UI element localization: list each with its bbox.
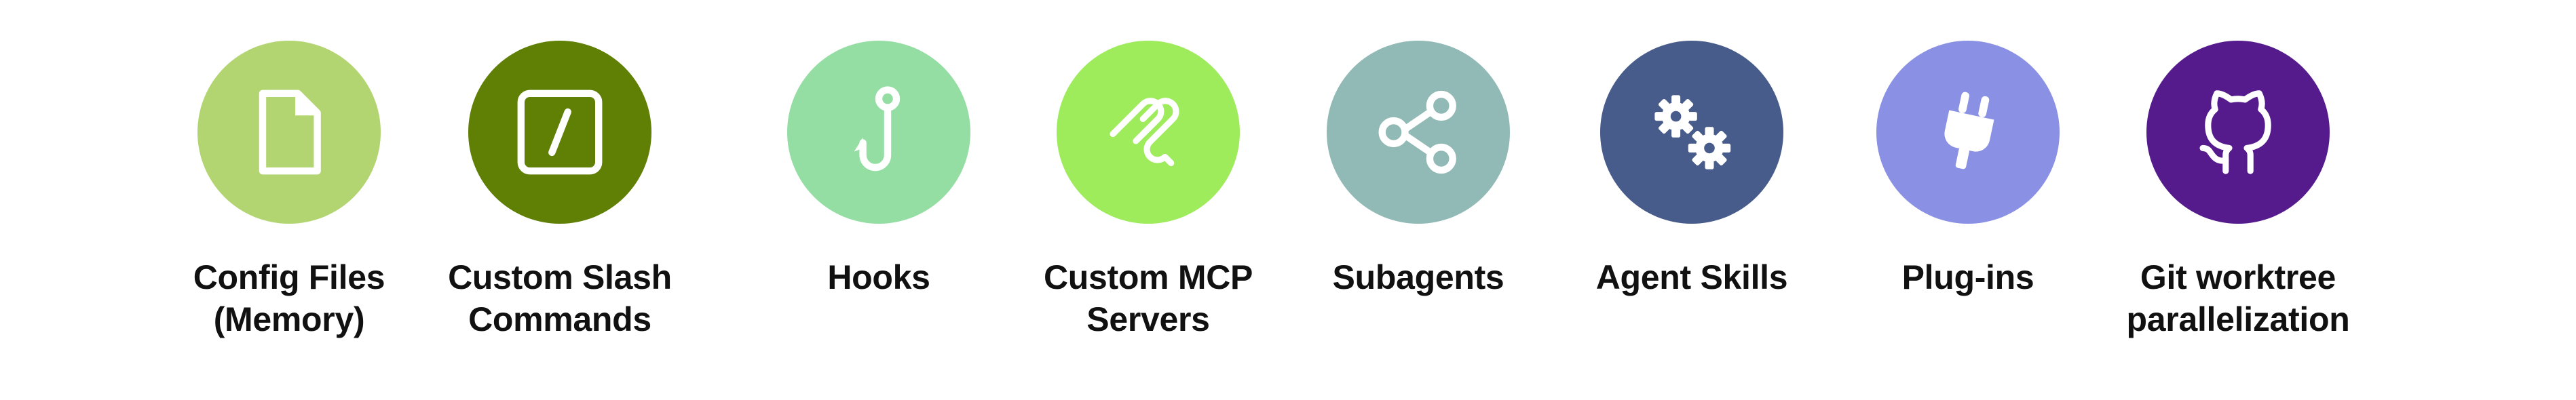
item-git-worktree-parallelization: Git worktree parallelization	[2109, 0, 2367, 400]
config-files-label-line2: (Memory)	[213, 300, 365, 338]
item-config-files: Config Files (Memory)	[160, 0, 418, 400]
subagents-label: Subagents	[1289, 256, 1547, 298]
plug-ins-label-line1: Plug-ins	[1901, 258, 2034, 296]
gears-icon	[1654, 95, 1731, 169]
config-files-circle	[197, 41, 381, 224]
custom-mcp-servers-label: Custom MCP Servers	[1019, 256, 1277, 340]
item-plug-ins: Plug-ins	[1839, 0, 2097, 400]
item-subagents: Subagents	[1289, 0, 1547, 400]
item-hooks: Hooks	[750, 0, 1008, 400]
share-nodes-icon	[1378, 90, 1456, 174]
item-custom-mcp-servers: Custom MCP Servers	[1019, 0, 1277, 400]
custom-slash-commands-label: Custom Slash Commands	[431, 256, 689, 340]
hooks-label-line1: Hooks	[827, 258, 930, 296]
agent-skills-label-line1: Agent Skills	[1595, 258, 1788, 296]
mcp-icon	[1110, 98, 1179, 167]
plug-ins-label: Plug-ins	[1839, 256, 2097, 298]
custom-slash-commands-label-line2: Commands	[468, 300, 651, 338]
custom-mcp-servers-label-line1: Custom MCP	[1043, 258, 1253, 296]
item-agent-skills: Agent Skills	[1563, 0, 1821, 400]
git-worktree-circle	[2146, 41, 2330, 224]
subagents-label-line1: Subagents	[1332, 258, 1504, 296]
custom-mcp-servers-label-line2: Servers	[1086, 300, 1210, 338]
item-custom-slash-commands: Custom Slash Commands	[431, 0, 689, 400]
custom-mcp-servers-circle	[1057, 41, 1240, 224]
hook-icon	[854, 86, 901, 172]
custom-slash-commands-label-line1: Custom Slash	[448, 258, 672, 296]
slash-command-icon	[517, 89, 603, 175]
subagents-circle	[1327, 41, 1510, 224]
file-icon	[259, 89, 321, 175]
hooks-circle	[787, 41, 970, 224]
github-icon	[2199, 90, 2271, 174]
agent-skills-label: Agent Skills	[1563, 256, 1821, 298]
agent-skills-circle	[1600, 41, 1783, 224]
custom-slash-commands-circle	[468, 41, 651, 224]
git-worktree-label: Git worktree parallelization	[2109, 256, 2367, 340]
hooks-label: Hooks	[750, 256, 1008, 298]
git-worktree-label-line1: Git worktree	[2140, 258, 2336, 296]
plug-icon	[1944, 92, 1994, 169]
config-files-label-line1: Config Files	[193, 258, 385, 296]
plug-ins-circle	[1876, 41, 2060, 224]
git-worktree-label-line2: parallelization	[2126, 300, 2350, 338]
config-files-label: Config Files (Memory)	[160, 256, 418, 340]
